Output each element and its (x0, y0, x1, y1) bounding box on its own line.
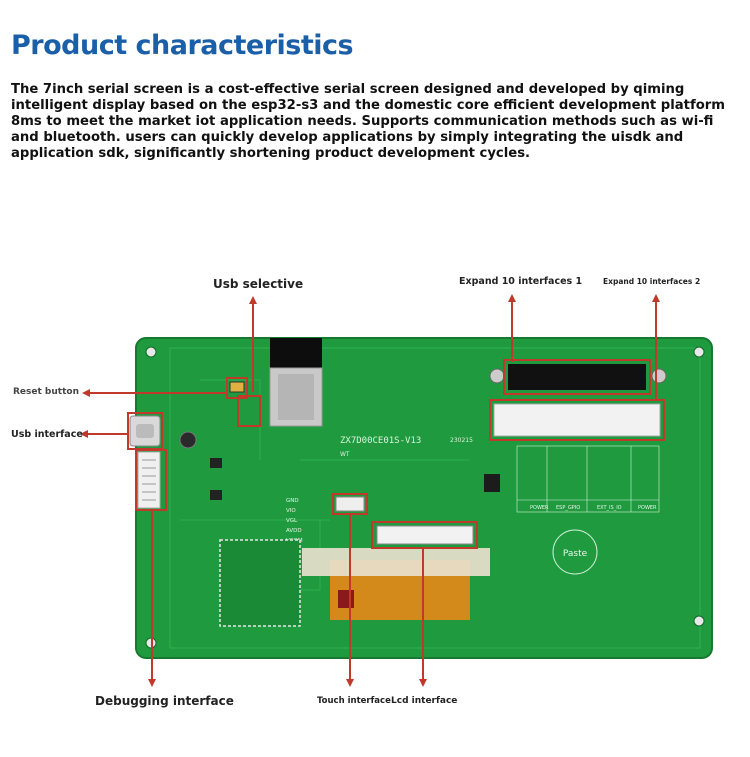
paste-marker (552, 529, 598, 575)
touch-connector (335, 496, 365, 512)
esp32-module (269, 338, 323, 427)
highlight-touch (332, 493, 368, 515)
reset-switch (229, 381, 245, 393)
svg-text:VIO: VIO (286, 508, 296, 514)
label-reset-button: Reset button (13, 387, 79, 397)
highlight-expand2 (489, 399, 665, 441)
board-model: ZX7D00CE01S-V13 (340, 436, 421, 446)
expand-header-2 (493, 403, 661, 437)
highlight-boxes (127, 359, 665, 549)
label-usb-interface: Usb interface (11, 429, 83, 440)
debug-connector (137, 451, 161, 509)
label-debugging-interface: Debugging interface (95, 694, 234, 708)
board-wt: WT (340, 451, 350, 458)
svg-text:ESP_GPIO: ESP_GPIO (556, 505, 580, 511)
usb-c-connector (129, 415, 161, 447)
label-expand1: Expand 10 interfaces 1 (459, 276, 583, 287)
pin-table-labels: POWER ESP_GPIO EXT_IS_IO POWER (530, 505, 657, 511)
product-description: The 7inch serial screen is a cost-effect… (11, 82, 726, 161)
page-title: Product characteristics (11, 30, 354, 61)
svg-text:EXT_IS_IO: EXT_IS_IO (597, 505, 622, 511)
regulator (210, 490, 222, 500)
svg-text:POWER: POWER (638, 505, 657, 511)
annotation-arrows (80, 294, 660, 687)
pin-table (516, 445, 660, 513)
label-touch-interface: Touch interface (317, 696, 391, 706)
svg-text:POWER: POWER (530, 505, 549, 511)
label-usb-selective: Usb selective (213, 277, 304, 291)
board-date: 230215 (450, 437, 473, 444)
label-expand2: Expand 10 interfaces 2 (603, 277, 701, 286)
tape (302, 548, 490, 576)
label-lcd-interface: Lcd interface (391, 696, 458, 706)
svg-text:VGL: VGL (286, 518, 298, 524)
highlight-debug (135, 449, 167, 511)
highlight-lcd (371, 521, 478, 549)
svg-text:AVDD: AVDD (286, 528, 302, 534)
highlight-expand1 (503, 359, 651, 395)
paste-label: Paste (563, 549, 588, 559)
svg-text:GND: GND (286, 498, 299, 504)
highlight-usb-selective (237, 395, 261, 427)
regulator (210, 458, 222, 468)
chip (484, 474, 500, 492)
capacitor (179, 431, 197, 449)
component-area (219, 539, 301, 627)
expand-header-1 (489, 364, 667, 390)
lcd-connector (376, 525, 474, 545)
touch-connector-chip (338, 590, 354, 608)
